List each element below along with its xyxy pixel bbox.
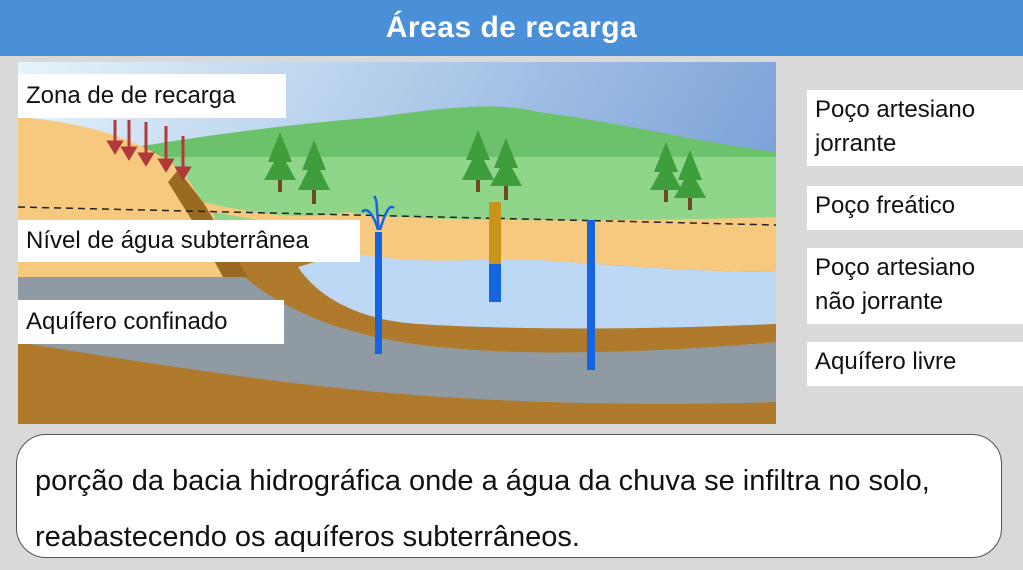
phreatic-well-water bbox=[489, 264, 501, 302]
phreatic-well-shaft bbox=[489, 202, 501, 264]
option-artesian-non-flowing-well[interactable]: Poço artesiano não jorrante bbox=[807, 248, 1023, 324]
definition-box: porção da bacia hidrográfica onde a água… bbox=[16, 434, 1002, 558]
label-water-table: Nível de água subterrânea bbox=[18, 220, 360, 262]
title-bar: Áreas de recarga bbox=[0, 0, 1023, 56]
trees bbox=[264, 130, 706, 210]
page-title: Áreas de recarga bbox=[385, 11, 638, 44]
recharge-arrows bbox=[106, 120, 192, 181]
definition-text: porção da bacia hidrográfica onde a água… bbox=[35, 465, 930, 553]
option-artesian-flowing-well[interactable]: Poço artesiano jorrante bbox=[807, 90, 1023, 166]
artesian-non-flowing-well bbox=[587, 220, 595, 370]
artesian-flowing-well bbox=[375, 232, 382, 354]
label-confined-aquifer: Aquífero confinado bbox=[18, 300, 284, 344]
option-free-aquifer[interactable]: Aquífero livre bbox=[807, 342, 1023, 386]
confined-aquifer bbox=[18, 262, 776, 404]
water-table-line bbox=[18, 206, 776, 226]
option-phreatic-well[interactable]: Poço freático bbox=[807, 186, 1023, 230]
confining-layer bbox=[193, 207, 776, 352]
free-aquifer bbox=[298, 252, 776, 329]
water-spray bbox=[361, 195, 395, 231]
label-recharge-zone: Zona de de recarga bbox=[18, 74, 286, 118]
